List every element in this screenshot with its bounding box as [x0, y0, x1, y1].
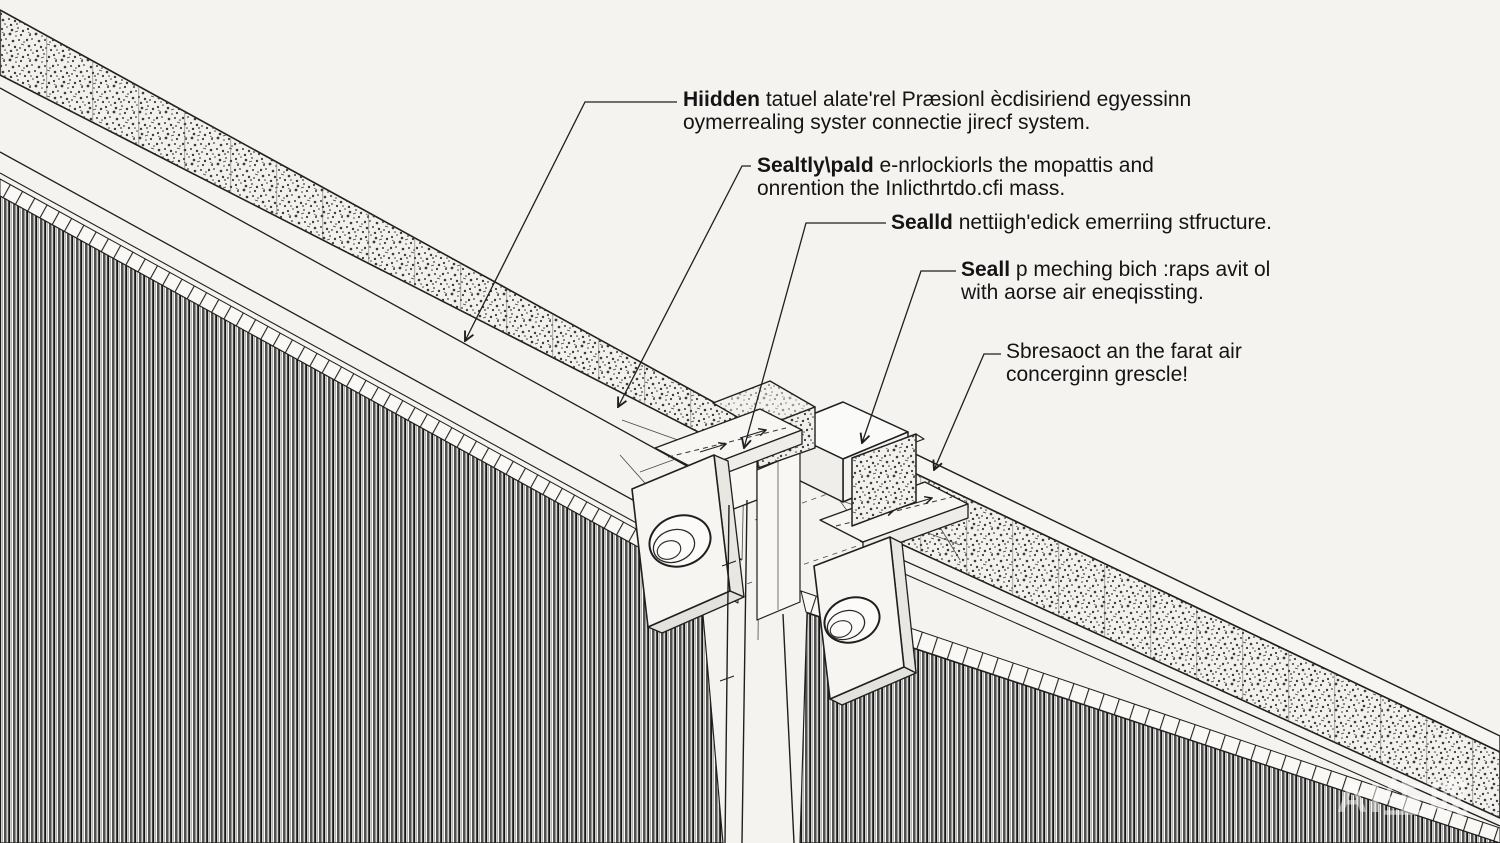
leader-line-4 — [862, 270, 956, 443]
callout-1-rest: tatuel alate'rel Præsionl ècdisiriend eg… — [760, 88, 1192, 111]
left-rail-line-a — [0, 87, 746, 499]
leader-line-1 — [465, 101, 677, 341]
callout-4-lead: Seall — [961, 258, 1011, 281]
right-fin-hatch-face — [799, 612, 1500, 843]
callout-3-line1: Sealld nettiigh'edick emerriing stfructu… — [891, 211, 1272, 234]
callout-3-lead: Sealld — [891, 211, 953, 234]
joint-post — [756, 451, 801, 621]
leader-line-3 — [744, 222, 886, 448]
callout-4-rest: p meching bich :raps avit ol — [1010, 258, 1271, 281]
callout-2-line2: onrention the Inlicthrtdo.cfi mass. — [757, 177, 1066, 200]
callout-1-line2: oymerrealing syster connectie jirecf sys… — [683, 111, 1091, 134]
callout-3-rest: nettiigh'edick emerriing stfructure. — [952, 211, 1273, 234]
callout-1-lead: Hiidden — [683, 88, 760, 111]
callout-5: Sbresaoct an the farat air concerginn gr… — [1006, 340, 1242, 386]
callout-1-line1: Hiidden tatuel alate'rel Præsionl ècdisi… — [683, 88, 1191, 111]
right-ladder-ticks — [801, 591, 1500, 843]
joint-gap-lines — [719, 499, 795, 843]
left-rail-line-b — [0, 151, 743, 561]
bolt-plate-left — [631, 454, 745, 634]
right-band-end-face — [851, 433, 925, 527]
right-rail-line-a — [859, 540, 1500, 827]
callout-5-line2: concerginn grescle! — [1006, 363, 1189, 386]
callout-4: Seall p meching bich :raps avit ol with … — [961, 258, 1270, 304]
ai-generated-watermark: AI生成 — [1337, 774, 1471, 821]
left-fin-hatch-face — [0, 195, 724, 843]
callout-2-lead: Sealtly\pald — [757, 154, 874, 177]
bolt-hole-left — [648, 514, 712, 568]
leader-line-2 — [618, 165, 751, 407]
bolt-plate-right — [813, 536, 917, 706]
callout-5-line1: Sbresaoct an the farat air — [1006, 340, 1242, 363]
callout-5-lead: Sbresaoct — [1006, 340, 1101, 363]
callout-3: Sealld nettiigh'edick emerriing stfructu… — [891, 211, 1272, 234]
right-rail-line-b — [854, 551, 1500, 838]
callout-4-line2: with aorse air eneqissting. — [961, 281, 1204, 304]
callout-2-rest: e-nrlockiorls the mopattis and — [873, 154, 1154, 177]
callout-1: Hiidden tatuel alate'rel Præsionl ècdisi… — [683, 88, 1191, 134]
callout-leaders — [465, 101, 1001, 470]
callout-2-line1: Sealtly\pald e-nrlockiorls the mopattis … — [757, 154, 1154, 177]
left-ladder-ticks — [0, 179, 738, 603]
joint-assembly — [619, 380, 969, 843]
left-rail-line-c — [0, 172, 741, 581]
bolt-hole-right — [823, 596, 881, 644]
left-panel — [0, 9, 758, 843]
callout-5-rest: an the farat air — [1100, 340, 1242, 363]
leader-line-5 — [934, 353, 1001, 470]
callout-4-line1: Seall p meching bich :raps avit ol — [961, 258, 1270, 281]
callout-2: Sealtly\pald e-nrlockiorls the mopattis … — [757, 154, 1154, 200]
